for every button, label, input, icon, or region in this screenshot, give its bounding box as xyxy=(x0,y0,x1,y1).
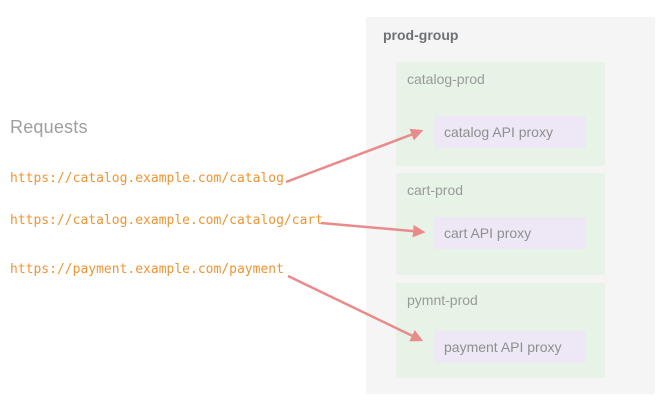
environment-label: cart-prod xyxy=(407,182,464,198)
environment-box-catalog-prod: catalog-prod catalog API proxy xyxy=(396,62,605,166)
proxy-box-payment: payment API proxy xyxy=(434,331,586,363)
proxy-label: cart API proxy xyxy=(444,225,532,241)
request-url-catalog: https://catalog.example.com/catalog xyxy=(10,171,284,186)
environment-box-cart-prod: cart-prod cart API proxy xyxy=(396,173,605,275)
request-url-catalog-cart: https://catalog.example.com/catalog/cart xyxy=(10,213,324,228)
proxy-label: payment API proxy xyxy=(444,339,562,355)
environment-label: catalog-prod xyxy=(407,71,485,87)
request-url-payment: https://payment.example.com/payment xyxy=(10,262,284,277)
environment-box-pymnt-prod: pymnt-prod payment API proxy xyxy=(396,283,605,378)
proxy-label: catalog API proxy xyxy=(444,124,553,140)
prod-group-title: prod-group xyxy=(383,27,459,43)
prod-group-container: prod-group catalog-prod catalog API prox… xyxy=(366,17,655,394)
requests-heading: Requests xyxy=(10,117,88,137)
environment-label: pymnt-prod xyxy=(407,292,478,308)
proxy-box-cart: cart API proxy xyxy=(434,217,586,249)
proxy-box-catalog: catalog API proxy xyxy=(434,116,586,148)
